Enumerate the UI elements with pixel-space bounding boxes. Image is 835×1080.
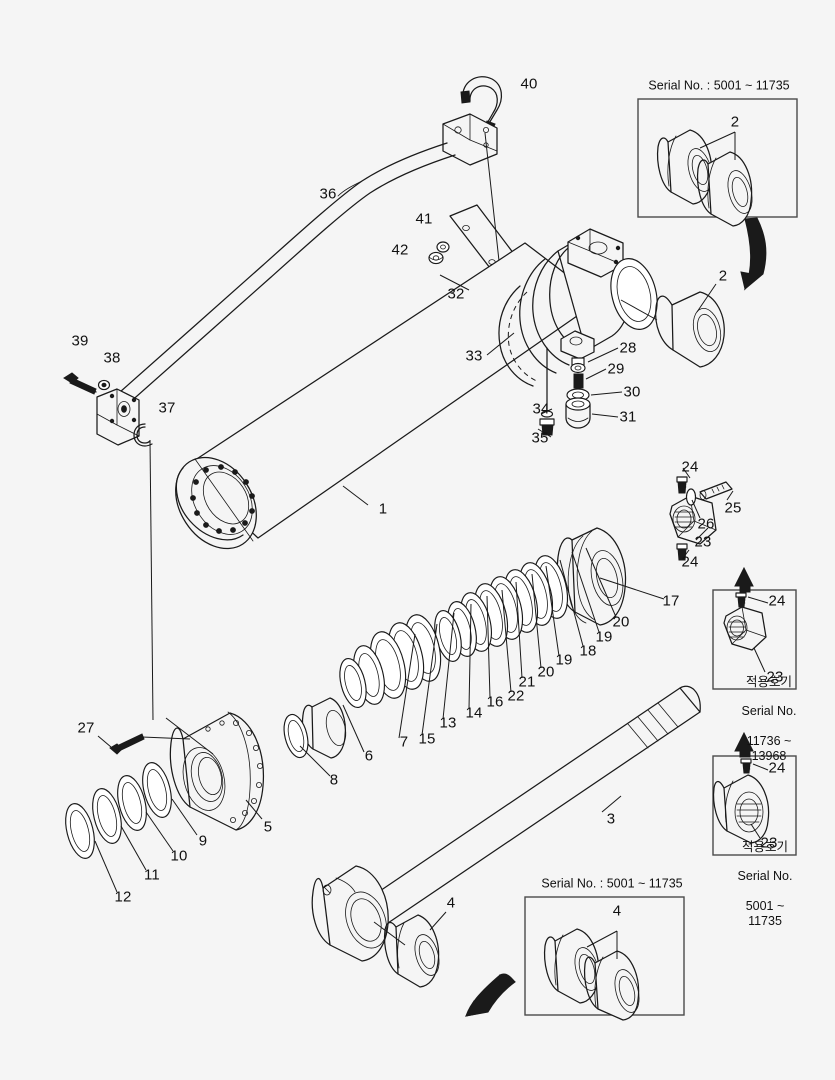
callout-1: 1 [378,500,388,518]
serial-box-bottom [465,896,685,1021]
serial-caption-low-right-korean: 적용호기 [741,838,788,854]
callout-24-box1: 24 [768,592,786,610]
callout-42: 42 [391,241,409,259]
serial-caption-low-right-range: 5001 ~ 11735 [745,898,785,928]
callout-13: 13 [439,714,457,732]
callout-18: 18 [579,642,597,660]
callout-24-top: 24 [681,458,699,476]
callout-12: 12 [114,888,132,906]
callout-34: 34 [532,400,550,418]
seal-ring-stack [283,527,665,777]
serial-box-top-right [637,98,798,291]
callout-6: 6 [364,747,374,765]
callout-23-main: 23 [694,533,712,551]
callout-19-b: 19 [555,651,573,669]
callout-7: 7 [399,733,409,751]
callout-2-box: 2 [730,113,740,131]
serial-caption-top-right: Serial No. : 5001 ~ 11735 [648,78,790,93]
rod-nut-assembly [669,467,734,561]
callout-3: 3 [606,810,616,828]
serial-caption-mid-right: 적용호기 Serial No. 11736 ~ 13968 [736,660,802,778]
callout-37: 37 [158,399,176,417]
callout-2-main: 2 [718,267,728,285]
callout-23-box2: 23 [760,834,778,852]
callout-24-box2: 24 [768,759,786,777]
callout-9: 9 [198,832,208,850]
callout-26: 26 [697,515,715,533]
callout-10: 10 [170,847,188,865]
callout-41: 41 [415,210,433,228]
cylinder-head-eye [439,228,725,438]
callout-8: 8 [329,771,339,789]
callout-14: 14 [465,704,483,722]
callout-16: 16 [486,693,504,711]
callout-15: 15 [418,730,436,748]
serial-caption-mid-right-prefix: Serial No. [741,704,797,719]
sleeve-6 [301,697,347,759]
serial-caption-low-right-prefix: Serial No. [737,869,793,884]
callout-29: 29 [607,360,625,378]
rings-large [434,555,569,662]
callout-32: 32 [447,285,465,303]
callout-23-box1: 23 [766,668,784,686]
callout-4-main: 4 [446,894,456,912]
serial-caption-mid-right-korean: 적용호기 [745,673,792,689]
callout-22: 22 [507,687,525,705]
piston-hub [65,711,265,893]
callout-19-a: 19 [595,628,613,646]
callout-21: 21 [518,673,536,691]
callout-20-b: 20 [537,663,555,681]
callout-11: 11 [144,866,160,884]
callout-5: 5 [263,818,273,836]
callout-35: 35 [531,429,549,447]
callout-25: 25 [724,499,742,517]
callout-39: 39 [71,332,89,350]
cylinder-tube [175,242,601,550]
callout-31: 31 [619,408,637,426]
rings-mid [339,614,442,709]
callout-17: 17 [662,592,680,610]
callout-33: 33 [465,347,483,365]
serial-box-low-right [712,731,797,856]
piston-rod-assembly [311,685,701,988]
serial-caption-bottom: Serial No. : 5001 ~ 11735 [541,876,683,891]
callout-38: 38 [103,349,121,367]
callout-30: 30 [623,383,641,401]
serial-caption-low-right: 적용호기 Serial No. 5001 ~ 11735 [730,825,800,943]
serial-box-mid-right [712,566,797,690]
rod-eye-bracket [63,372,154,721]
callout-28: 28 [619,339,637,357]
callout-36: 36 [319,185,337,203]
callout-40: 40 [520,75,538,93]
callout-4-box: 4 [612,902,622,920]
callout-27: 27 [77,719,95,737]
callout-20-a: 20 [612,613,630,631]
serial-caption-mid-right-range: 11736 ~ 13968 [746,733,792,763]
callout-24-bottom: 24 [681,553,699,571]
